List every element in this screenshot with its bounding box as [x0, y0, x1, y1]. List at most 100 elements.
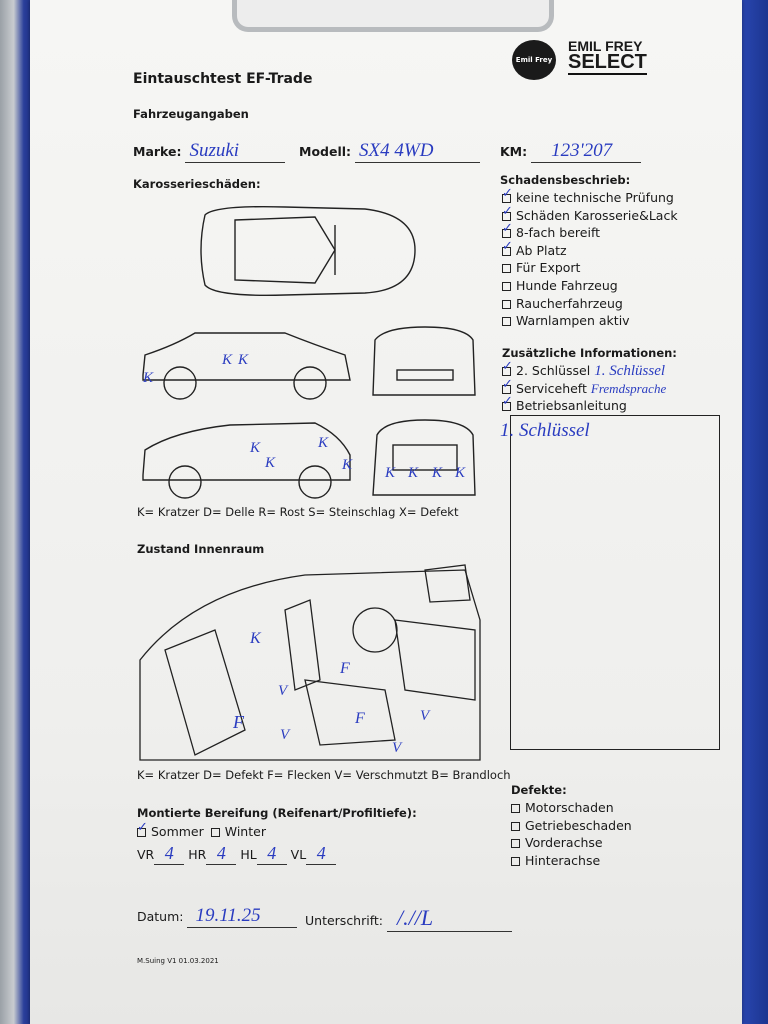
- checkbox[interactable]: [502, 281, 511, 291]
- checklist-item[interactable]: Hunde Fahrzeug: [502, 278, 678, 296]
- tire-vl-label: VL: [290, 847, 307, 862]
- tire-hl-value[interactable]: 4: [256, 843, 287, 865]
- km-label: KM:: [500, 144, 528, 159]
- winter-checkbox[interactable]: [210, 828, 220, 837]
- item-label: Raucherfahrzeug: [516, 295, 623, 311]
- checklist-item[interactable]: Für Export: [502, 260, 678, 278]
- tire-type: Sommer Winter: [137, 820, 266, 839]
- checkbox[interactable]: [502, 204, 513, 221]
- checkbox[interactable]: [502, 377, 513, 394]
- logo-line2: SELECT: [568, 51, 647, 74]
- signature-value[interactable]: /.//L: [387, 905, 512, 932]
- checklist-item[interactable]: keine technische Prüfung: [502, 186, 678, 208]
- checkbox[interactable]: [502, 394, 513, 412]
- checklist-item[interactable]: 8-fach bereift: [502, 221, 678, 243]
- defects-list: Motorschaden Getriebeschaden Vorderachse…: [511, 800, 632, 870]
- interior-mark: V: [392, 740, 402, 756]
- vehicle-section-title: Fahrzeugangaben: [133, 107, 249, 121]
- checklist-item[interactable]: Warnlampen aktiv: [502, 313, 678, 331]
- clipboard-edge-right: [738, 0, 768, 1024]
- tire-hl-label: HL: [240, 847, 257, 862]
- clipboard-clip: [232, 0, 554, 32]
- checkbox[interactable]: [511, 804, 520, 813]
- body-damage-mark: K: [318, 435, 329, 451]
- checkbox[interactable]: [502, 317, 511, 327]
- km-field: KM: 123'207: [500, 140, 642, 163]
- checkbox[interactable]: [502, 239, 513, 256]
- checkbox[interactable]: [502, 299, 511, 309]
- sommer-checkbox[interactable]: [137, 820, 148, 837]
- form-version: M.Suing V1 01.03.2021: [137, 957, 219, 965]
- item-note: Fremdsprache: [590, 380, 667, 396]
- checklist-item[interactable]: Motorschaden: [511, 800, 632, 818]
- logo-badge-text: Emil Frey: [515, 56, 553, 64]
- item-label: Hinterachse: [525, 852, 601, 868]
- interior-mark: V: [420, 708, 430, 724]
- modell-field: Modell: SX4 4WD: [299, 140, 481, 163]
- checkbox[interactable]: [502, 264, 511, 274]
- checkbox[interactable]: [511, 821, 520, 831]
- emil-frey-badge-logo: Emil Frey: [512, 40, 556, 80]
- notes-box-text: 1. Schlüssel: [500, 420, 590, 441]
- body-damage-title: Karosserieschäden:: [133, 177, 261, 191]
- additional-info-list: 2. Schlüssel 1. Schlüssel Serviceheft Fr…: [502, 359, 667, 416]
- body-damage-mark: K: [250, 440, 261, 456]
- tire-vl-value[interactable]: 4: [306, 843, 337, 865]
- modell-value: SX4 4WD: [355, 140, 481, 163]
- clipboard-edge-left: [0, 0, 34, 1024]
- checklist-item[interactable]: Getriebeschaden: [511, 818, 632, 836]
- interior-title: Zustand Innenraum: [137, 542, 265, 556]
- checkbox[interactable]: [502, 359, 513, 376]
- checkbox[interactable]: [511, 839, 520, 849]
- km-value: 123'207: [531, 140, 642, 163]
- form-title: Eintauschtest EF-Trade: [133, 71, 313, 87]
- checklist-item[interactable]: Ab Platz: [502, 239, 678, 261]
- interior-legend: K= Kratzer D= Defekt F= Flecken V= Versc…: [137, 768, 511, 782]
- modell-label: Modell:: [299, 144, 352, 159]
- date-label: Datum:: [137, 909, 184, 924]
- item-label: keine technische Prüfung: [516, 190, 674, 205]
- body-damage-mark: K: [143, 370, 154, 386]
- body-damage-mark: K: [238, 352, 249, 368]
- form-sheet: [30, 0, 742, 1024]
- checklist-item[interactable]: 2. Schlüssel 1. Schlüssel: [502, 359, 666, 381]
- checklist-item[interactable]: Hinterachse: [511, 853, 632, 871]
- checkbox[interactable]: [511, 856, 520, 866]
- tire-hr-value[interactable]: 4: [206, 843, 237, 865]
- damage-description-list: keine technische Prüfung Schäden Karosse…: [502, 186, 678, 331]
- interior-mark: F: [233, 712, 244, 732]
- interior-mark: F: [340, 660, 350, 677]
- item-label: 2. Schlüssel: [516, 363, 591, 378]
- marke-field: Marke: Suzuki: [133, 140, 286, 163]
- interior-mark: V: [278, 683, 288, 699]
- date-field: Datum: 19.11.25: [137, 905, 298, 928]
- checkbox[interactable]: [502, 221, 513, 239]
- body-damage-mark: K: [408, 465, 419, 481]
- checklist-item[interactable]: Schäden Karosserie&Lack: [502, 204, 678, 226]
- checkbox[interactable]: [502, 186, 513, 203]
- brand-logo: EMIL FREY SELECT: [568, 39, 647, 76]
- item-label: Getriebeschaden: [525, 817, 632, 833]
- tire-vr-label: VR: [137, 847, 155, 862]
- item-label: Serviceheft: [516, 380, 587, 396]
- signature-label: Unterschrift:: [305, 913, 384, 928]
- car-rear-view: [372, 419, 476, 496]
- body-damage-mark: K: [455, 465, 466, 481]
- checklist-item[interactable]: Serviceheft Fremdsprache: [502, 377, 667, 399]
- checklist-item[interactable]: Betriebsanleitung: [502, 394, 666, 416]
- damage-description-title: Schadensbeschrieb:: [500, 173, 631, 187]
- body-damage-mark: K: [432, 465, 443, 481]
- date-value[interactable]: 19.11.25: [187, 905, 298, 928]
- notes-box[interactable]: [510, 415, 720, 750]
- sommer-label: Sommer: [151, 824, 204, 839]
- signature-field: Unterschrift: /.//L: [305, 905, 512, 932]
- car-body-diagrams: [142, 205, 476, 499]
- car-front-view: [372, 326, 476, 396]
- checklist-item[interactable]: Raucherfahrzeug: [502, 296, 678, 314]
- interior-mark: V: [280, 727, 290, 743]
- interior-mark: K: [250, 630, 261, 647]
- interior-mark: F: [355, 710, 365, 727]
- tire-vr-value[interactable]: 4: [154, 843, 185, 865]
- checklist-item[interactable]: Vorderachse: [511, 835, 632, 853]
